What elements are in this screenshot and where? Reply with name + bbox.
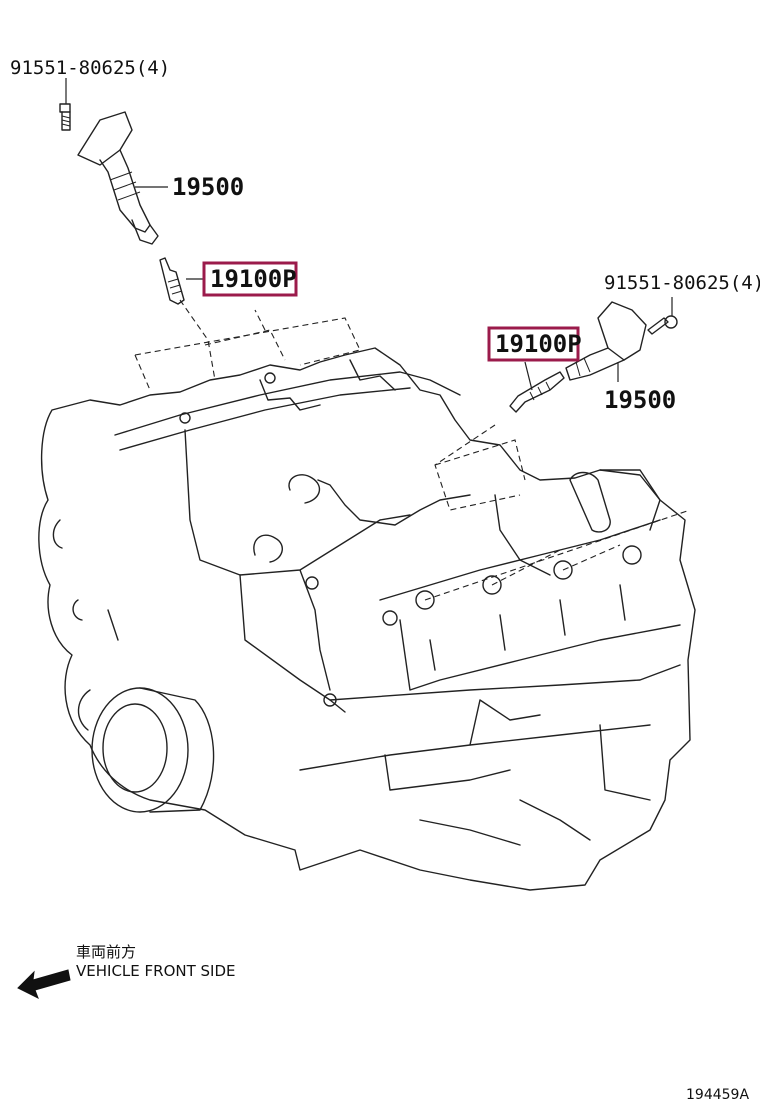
ignition-coil-left (77, 111, 168, 245)
bolt-left (59, 78, 71, 131)
engine-block-illustration (38, 347, 696, 891)
highlight-box-plug-right (487, 326, 580, 362)
assembly-guide-lines (134, 299, 691, 601)
spark-plug-left (159, 257, 203, 305)
part-label-bolt-left: 91551-80625(4) (10, 57, 170, 79)
highlight-box-plug-left (202, 261, 298, 297)
front-arrow-icon (17, 969, 71, 1000)
vehicle-front-indicator: 車両前方 VEHICLE FRONT SIDE (17, 943, 236, 1000)
part-label-plug-right[interactable]: 19100P (495, 330, 582, 358)
figure-code: 194459A (686, 1087, 749, 1103)
ignition-coil-right (565, 301, 647, 382)
direction-label-japanese: 車両前方 (76, 943, 136, 961)
part-label-coil-left: 19500 (172, 173, 244, 201)
part-label-bolt-right: 91551-80625(4) (604, 272, 760, 294)
part-label-plug-left[interactable]: 19100P (210, 265, 297, 293)
spark-plug-right (509, 361, 565, 413)
part-label-coil-right: 19500 (604, 386, 676, 414)
direction-label-english: VEHICLE FRONT SIDE (76, 962, 236, 980)
bolt-right (647, 297, 678, 335)
